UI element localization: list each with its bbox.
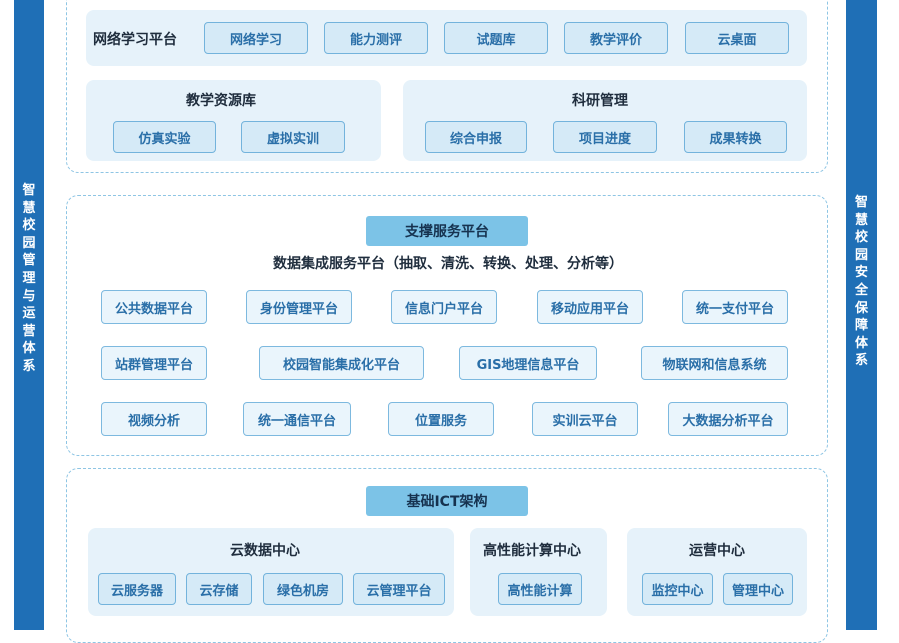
iot-info-system[interactable]: 物联网和信息系统 [641, 346, 788, 380]
unified-payment-platform[interactable]: 统一支付平台 [682, 290, 788, 324]
video-analysis[interactable]: 视频分析 [101, 402, 207, 436]
ict-header: 基础ICT架构 [366, 486, 528, 516]
right-side-label: 智慧校园安全保障体系 [854, 195, 868, 369]
gis-platform[interactable]: GIS地理信息平台 [459, 346, 597, 380]
ability-test-button[interactable]: 能力测评 [324, 22, 428, 54]
cloud-dc-title: 云数据中心 [230, 543, 300, 559]
public-data-platform[interactable]: 公共数据平台 [101, 290, 207, 324]
teaching-resources-title: 教学资源库 [186, 93, 256, 109]
training-cloud-platform[interactable]: 实训云平台 [532, 402, 638, 436]
site-group-mgmt-platform[interactable]: 站群管理平台 [101, 346, 207, 380]
question-bank-button[interactable]: 试题库 [444, 22, 548, 54]
support-service-header: 支撑服务平台 [366, 216, 528, 246]
cloud-mgmt-platform-button[interactable]: 云管理平台 [353, 573, 445, 605]
campus-integration-platform[interactable]: 校园智能集成化平台 [259, 346, 424, 380]
network-learning-button[interactable]: 网络学习 [204, 22, 308, 54]
ops-center-title: 运营中心 [689, 543, 745, 559]
hpc-title: 高性能计算中心 [483, 543, 581, 559]
virtual-training-button[interactable]: 虚拟实训 [241, 121, 345, 153]
comprehensive-report-button[interactable]: 综合申报 [425, 121, 527, 153]
monitoring-center-button[interactable]: 监控中心 [642, 573, 713, 605]
info-portal-platform[interactable]: 信息门户平台 [391, 290, 497, 324]
project-progress-button[interactable]: 项目进度 [553, 121, 657, 153]
unified-communication-platform[interactable]: 统一通信平台 [243, 402, 351, 436]
cloud-server-button[interactable]: 云服务器 [98, 573, 176, 605]
simulation-experiment-button[interactable]: 仿真实验 [113, 121, 216, 153]
research-mgmt-title: 科研管理 [572, 93, 628, 109]
left-side-bar: 智慧校园管理与运营体系 [14, 0, 44, 630]
location-service[interactable]: 位置服务 [388, 402, 494, 436]
hpc-button[interactable]: 高性能计算 [498, 573, 582, 605]
right-side-bar: 智慧校园安全保障体系 [846, 0, 877, 630]
identity-mgmt-platform[interactable]: 身份管理平台 [246, 290, 352, 324]
data-integration-subtitle: 数据集成服务平台（抽取、清洗、转换、处理、分析等） [273, 256, 623, 272]
teaching-evaluation-button[interactable]: 教学评价 [564, 22, 668, 54]
cloud-storage-button[interactable]: 云存储 [186, 573, 252, 605]
green-datacenter-button[interactable]: 绿色机房 [263, 573, 343, 605]
mobile-app-platform[interactable]: 移动应用平台 [537, 290, 643, 324]
left-side-label: 智慧校园管理与运营体系 [22, 183, 36, 374]
result-transfer-button[interactable]: 成果转换 [684, 121, 787, 153]
big-data-analysis-platform[interactable]: 大数据分析平台 [668, 402, 788, 436]
network-learning-title: 网络学习平台 [93, 32, 177, 48]
cloud-desktop-button[interactable]: 云桌面 [685, 22, 789, 54]
mgmt-center-button[interactable]: 管理中心 [723, 573, 793, 605]
